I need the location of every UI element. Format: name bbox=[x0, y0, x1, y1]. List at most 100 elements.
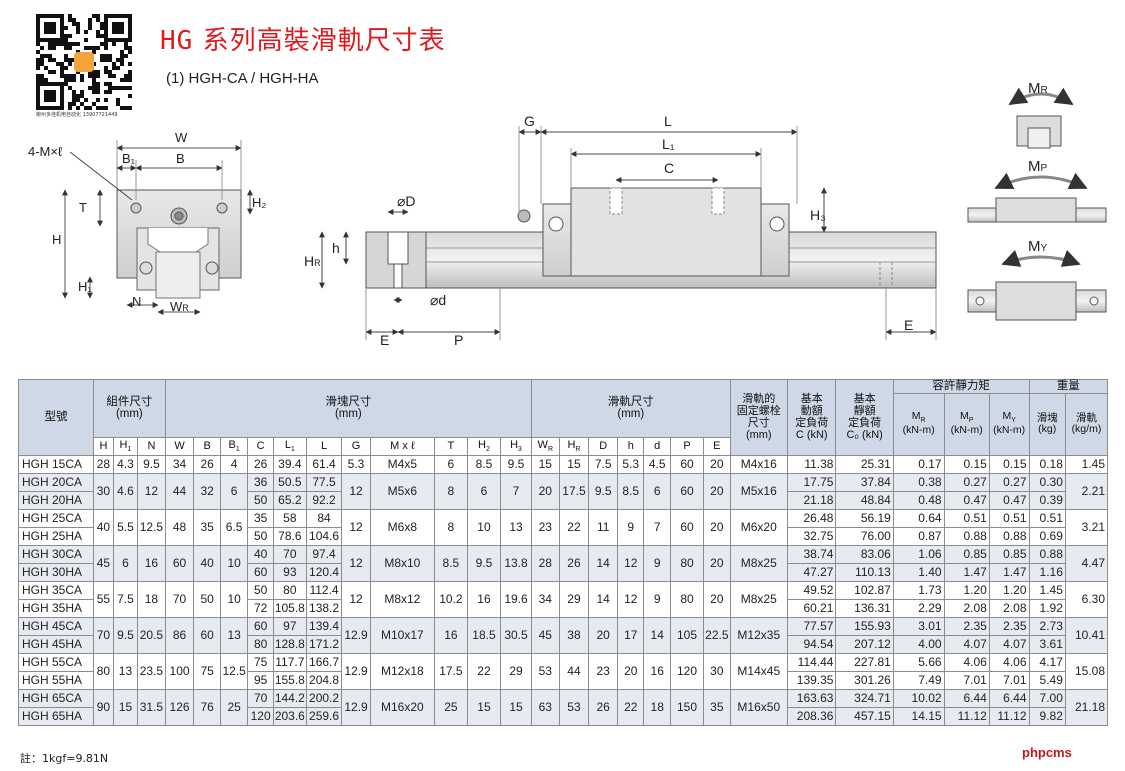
cell-h: 12 bbox=[617, 544, 645, 582]
cell-H1: 4.6 bbox=[112, 472, 139, 510]
cell-T: 16 bbox=[433, 616, 468, 654]
cell-wb: 0.69 bbox=[1028, 526, 1066, 546]
cell-MY: 2.35 bbox=[988, 616, 1030, 636]
cell-H3: 13.8 bbox=[500, 544, 532, 582]
cell-P: 80 bbox=[669, 580, 705, 618]
dim-W: W bbox=[175, 130, 188, 145]
cell-C: 120 bbox=[247, 706, 274, 726]
cell-C0: 155.93 bbox=[835, 616, 894, 636]
col-header: H1 bbox=[112, 436, 139, 456]
header-moment: 容許靜力矩 bbox=[892, 379, 1030, 394]
dim-N: N bbox=[132, 294, 141, 309]
cell-E: 20 bbox=[703, 544, 731, 582]
model-cell: HGH 35HA bbox=[18, 598, 94, 618]
dim-HR: HR bbox=[304, 253, 321, 269]
cell-d: 6 bbox=[643, 472, 671, 510]
cell-wb: 3.61 bbox=[1028, 634, 1066, 654]
cell-Cd: 11.38 bbox=[786, 454, 837, 474]
cell-HR: 53 bbox=[558, 688, 590, 726]
dim-H: H bbox=[52, 232, 61, 247]
cell-MP: 1.20 bbox=[943, 580, 990, 600]
cell-H3: 15 bbox=[500, 688, 532, 726]
col-header: N bbox=[137, 436, 166, 456]
cell-L: 171.2 bbox=[305, 634, 343, 654]
cell-H1: 6 bbox=[112, 544, 139, 582]
cell-Cd: 77.57 bbox=[786, 616, 837, 636]
header-bolt: 滑軌的固定螺栓尺寸(mm) bbox=[729, 379, 788, 456]
cell-P: 60 bbox=[669, 472, 705, 510]
cell-MR: 0.48 bbox=[892, 490, 945, 510]
front-view bbox=[62, 140, 253, 315]
cell-E: 35 bbox=[703, 688, 731, 726]
cell-bolt: M16x50 bbox=[729, 688, 788, 726]
model-cell: HGH 15CA bbox=[18, 454, 94, 474]
cell-L: 61.4 bbox=[305, 454, 343, 474]
cell-H1: 5.5 bbox=[112, 508, 139, 546]
cell-MY: 4.07 bbox=[988, 634, 1030, 654]
col-header: B1 bbox=[219, 436, 249, 456]
cell-MY: 1.47 bbox=[988, 562, 1030, 582]
cell-L1: 39.4 bbox=[272, 454, 307, 474]
cell-H3: 19.6 bbox=[500, 580, 532, 618]
dim-H3: H₃ bbox=[810, 207, 826, 223]
cell-B1: 12.5 bbox=[219, 652, 249, 690]
cell-wr: 10.41 bbox=[1064, 616, 1109, 654]
cell-wr: 2.21 bbox=[1064, 472, 1109, 510]
cell-H3: 29 bbox=[500, 652, 532, 690]
cell-h: 5.3 bbox=[617, 454, 645, 474]
dim-phiD: ⌀D bbox=[397, 193, 416, 209]
cell-wr: 15.08 bbox=[1064, 652, 1109, 690]
cell-C0: 25.31 bbox=[835, 454, 894, 474]
cell-T: 6 bbox=[433, 454, 468, 474]
cell-C0: 48.84 bbox=[835, 490, 894, 510]
cell-L: 259.6 bbox=[305, 706, 343, 726]
cell-C: 50 bbox=[247, 526, 274, 546]
col-header: HR bbox=[558, 436, 590, 456]
cell-MY: 11.12 bbox=[988, 706, 1030, 726]
cell-H2: 9.5 bbox=[466, 544, 502, 582]
cell-MxL: M8x12 bbox=[369, 580, 435, 618]
cell-WR: 20 bbox=[530, 472, 560, 510]
cell-H2: 18.5 bbox=[466, 616, 502, 654]
dim-phid: ⌀d bbox=[430, 292, 446, 308]
cell-MY: 7.01 bbox=[988, 670, 1030, 690]
cell-H: 80 bbox=[93, 652, 114, 690]
cell-bolt: M8x25 bbox=[729, 580, 788, 618]
cell-L1: 78.6 bbox=[272, 526, 307, 546]
cell-C: 70 bbox=[247, 688, 274, 708]
model-cell: HGH 65HA bbox=[18, 706, 94, 726]
cell-H3: 7 bbox=[500, 472, 532, 510]
cell-C: 95 bbox=[247, 670, 274, 690]
cell-MY: 0.88 bbox=[988, 526, 1030, 546]
cell-B: 26 bbox=[193, 454, 221, 474]
dim-E: E bbox=[380, 332, 389, 348]
cell-HR: 22 bbox=[558, 508, 590, 546]
cell-P: 120 bbox=[669, 652, 705, 690]
cell-MP: 0.85 bbox=[943, 544, 990, 564]
cell-d: 14 bbox=[643, 616, 671, 654]
cell-L: 92.2 bbox=[305, 490, 343, 510]
cell-H: 40 bbox=[93, 508, 114, 546]
cell-d: 4.5 bbox=[643, 454, 671, 474]
cell-G: 12 bbox=[341, 544, 371, 582]
cell-MR: 1.73 bbox=[892, 580, 945, 600]
col-header: P bbox=[669, 436, 705, 456]
cell-E: 22.5 bbox=[703, 616, 731, 654]
cell-L: 204.8 bbox=[305, 670, 343, 690]
cell-WR: 45 bbox=[530, 616, 560, 654]
cell-WR: 63 bbox=[530, 688, 560, 726]
cell-MR: 3.01 bbox=[892, 616, 945, 636]
cell-C0: 83.06 bbox=[835, 544, 894, 564]
cell-L: 120.4 bbox=[305, 562, 343, 582]
cell-W: 86 bbox=[164, 616, 195, 654]
col-header: E bbox=[703, 436, 731, 456]
cell-N: 20.5 bbox=[137, 616, 166, 654]
cell-MxL: M6x8 bbox=[369, 508, 435, 546]
cell-B1: 10 bbox=[219, 544, 249, 582]
cell-h: 9 bbox=[617, 508, 645, 546]
